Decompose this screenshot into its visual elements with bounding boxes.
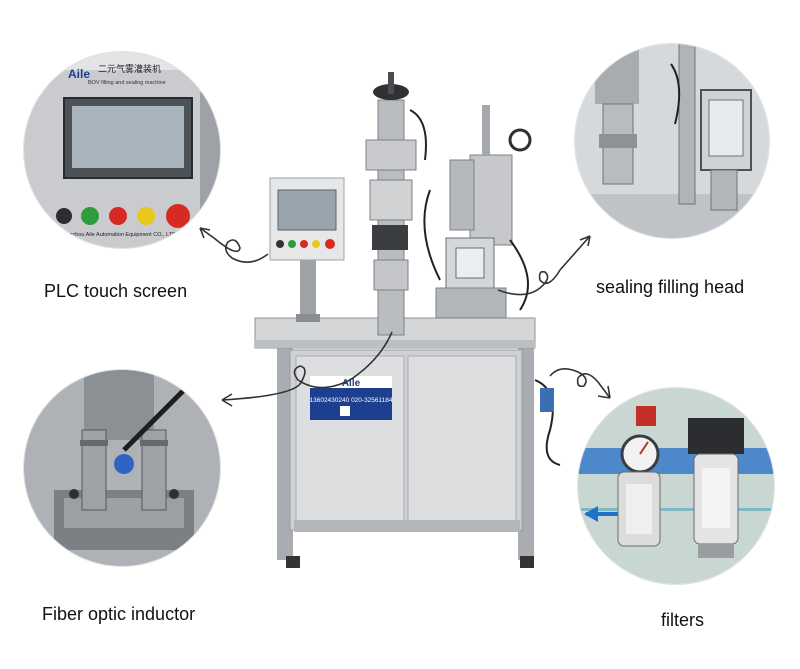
plc-title-cn: 二元气雾灌装机 [98, 63, 161, 75]
sealing-filling-head-label: sealing filling head [596, 277, 745, 297]
company-sign: Aile 13602430240 020-32561184 [309, 376, 393, 420]
plc-touch-screen-photo: Aile 二元气雾灌装机 BOV filling and sealing mac… [24, 52, 220, 248]
machine-leg-left [277, 345, 293, 560]
plc-company: Guangzhou Aile Automation Equipment CO.,… [56, 232, 176, 238]
arrow-to-filters [549, 368, 611, 399]
arrow-to-sealing [497, 235, 591, 296]
sign-brand: Aile [342, 378, 361, 389]
right-sealing-column [423, 105, 532, 319]
plc-brand-logo: Aile [68, 67, 90, 81]
arrow-to-fiber [221, 331, 393, 407]
plc-touch-screen-label: PLC touch screen [44, 281, 188, 301]
filters-photo [578, 388, 774, 584]
sign-phones: 13602430240 020-32561184 [309, 397, 392, 404]
sealing-filling-head-photo [575, 44, 769, 238]
left-filling-column [365, 72, 427, 336]
plc-control-panel [269, 177, 345, 261]
arrow-to-plc [199, 227, 269, 263]
filters-label: filters [661, 610, 705, 630]
fiber-optic-inductor-label: Fiber optic inductor [42, 604, 196, 624]
fiber-optic-inductor-photo [24, 370, 220, 566]
plc-title-en: BOV filling and sealing machine [88, 80, 166, 86]
plc-column [300, 258, 316, 322]
